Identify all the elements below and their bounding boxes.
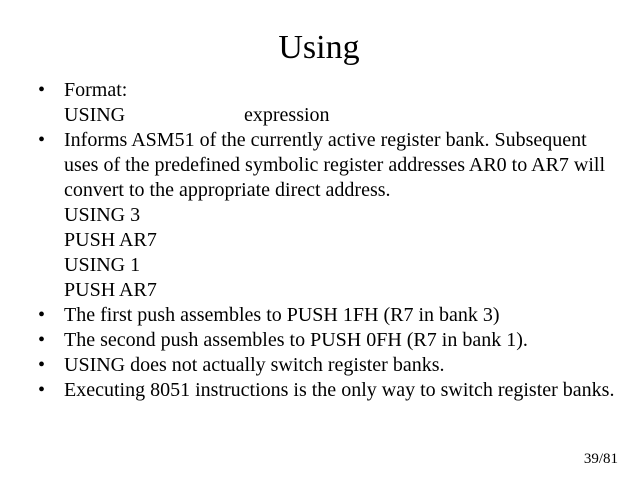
directive-keyword: USING	[64, 104, 126, 126]
code-line: PUSH AR7	[64, 279, 157, 301]
list-item: • USING does not actually switch registe…	[38, 353, 620, 378]
list-item: • Informs ASM51 of the currently active …	[38, 128, 620, 203]
list-item: • Format:	[38, 78, 620, 103]
code-line: PUSH AR7	[64, 229, 157, 251]
page-number: 39/81	[583, 451, 618, 467]
bullet-icon: •	[38, 354, 46, 376]
list-item: • The first push assembles to PUSH 1FH (…	[38, 303, 620, 328]
list-item-text: Informs ASM51 of the currently active re…	[64, 129, 606, 201]
bullet-icon: •	[38, 304, 46, 326]
bullet-icon: •	[38, 329, 46, 351]
code-line: USING 1	[64, 254, 141, 276]
code-line: USING 3	[64, 204, 141, 226]
directive-operand: expression	[244, 104, 330, 126]
page-title: Using	[278, 29, 360, 66]
list-item-text: The second push assembles to PUSH 0FH (R…	[64, 329, 528, 351]
list-item-text: The first push assembles to PUSH 1FH (R7…	[64, 304, 500, 326]
list-item: • Executing 8051 instructions is the onl…	[38, 378, 620, 403]
bullet-icon: •	[38, 79, 46, 101]
list-item: • The second push assembles to PUSH 0FH …	[38, 328, 620, 353]
list-item: USING expression	[38, 103, 620, 128]
list-item-text: USING does not actually switch register …	[64, 354, 445, 376]
bullet-icon: •	[38, 379, 46, 401]
slide-body: • Format: USING expression • Informs ASM5…	[0, 78, 638, 403]
list-item-text: Executing 8051 instructions is the only …	[64, 379, 615, 401]
bullet-icon: •	[38, 129, 46, 151]
list-item-text: Format:	[64, 79, 128, 101]
